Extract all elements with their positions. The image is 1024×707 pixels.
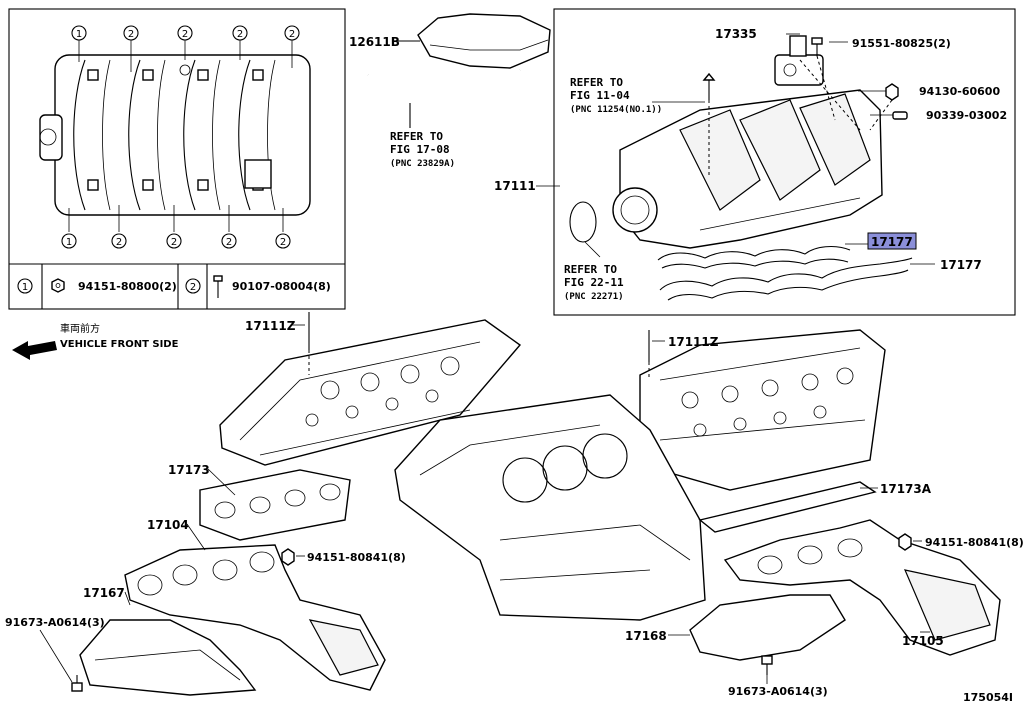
plug-90339 xyxy=(892,111,908,120)
label-17173: 17173 xyxy=(168,463,210,477)
legend-part-1: 94151-80800(2) xyxy=(78,280,177,293)
intake-manifold xyxy=(612,89,883,249)
label-17335: 17335 xyxy=(715,27,757,41)
nut-94130 xyxy=(885,83,899,101)
cylinder-head-left xyxy=(219,319,522,466)
callout: 2 xyxy=(226,237,232,248)
nut-right xyxy=(898,533,912,551)
exhaust-gasket-right xyxy=(698,481,877,533)
vsv-valve xyxy=(774,35,824,86)
callout: 2 xyxy=(182,29,188,40)
inset-legend: 1 94151-80800(2) 2 90107-08004(8) xyxy=(17,275,331,298)
exhaust-gasket-left xyxy=(199,469,351,541)
arrow-left-icon xyxy=(12,341,57,360)
inset-intake-manifold: 17335 91551-80825(2) 94130-60600 90339-0… xyxy=(494,8,1016,316)
nut-left xyxy=(281,548,295,566)
ref-fig-11-04-l2: FIG 11-04 xyxy=(570,89,630,102)
inset-top-view: 1 2 2 2 2 1 2 2 2 2 1 94151-80800(2) 2 xyxy=(8,8,346,310)
bolt-right-lower xyxy=(761,655,773,675)
ref-fig-11-04-l3: (PNC 11254(NO.1)) xyxy=(570,105,662,115)
callout: 2 xyxy=(116,237,122,248)
exhaust-manifold-left xyxy=(124,544,386,691)
legend-part-2: 90107-08004(8) xyxy=(232,280,331,293)
ref-fig-22-11-l1: REFER TO xyxy=(564,263,617,276)
bolt-icon xyxy=(213,275,223,298)
inset-frame xyxy=(8,8,346,310)
label-17177-highlight[interactable]: 17177 xyxy=(871,235,913,249)
stud-bolt xyxy=(702,72,716,100)
gasket-lower xyxy=(659,257,913,301)
callout: 2 xyxy=(237,29,243,40)
engine-block xyxy=(394,394,706,621)
highlight-box xyxy=(867,232,917,250)
callout: 2 xyxy=(128,29,134,40)
label-17104: 17104 xyxy=(147,518,189,532)
engine-cover-group: 12611B REFER TO FIG 17-08 (PNC 23829A) xyxy=(349,13,551,169)
ref-fig-17-08-l3: (PNC 23829A) xyxy=(390,159,455,169)
label-17168: 17168 xyxy=(625,629,667,643)
callout: 2 xyxy=(289,29,295,40)
exhaust-manifold-right xyxy=(723,519,1001,656)
label-94151-left: 94151-80841(8) xyxy=(307,551,406,564)
ref-fig-17-08-l1: REFER TO xyxy=(390,130,443,143)
inset-frame-right xyxy=(553,8,1016,316)
heat-insulator-left xyxy=(79,619,257,696)
bolt-91551 xyxy=(811,37,823,56)
label-94151-right: 94151-80841(8) xyxy=(925,536,1024,549)
label-91551: 91551-80825(2) xyxy=(852,37,951,50)
ref-fig-11-04-l1: REFER TO xyxy=(570,76,623,89)
callouts-bottom: 1 2 2 2 2 xyxy=(61,233,291,249)
label-17111z-right: 17111Z xyxy=(668,335,719,349)
legend-key-2: 2 xyxy=(190,282,196,293)
ref-fig-17-08-l2: FIG 17-08 xyxy=(390,143,450,156)
throttle-gasket xyxy=(569,201,597,243)
ref-fig-22-11-l2: FIG 22-11 xyxy=(564,276,624,289)
direction-japanese: 車両前方 xyxy=(60,322,100,335)
diagram-id: 175054I xyxy=(963,691,1013,704)
label-91673-left: 91673-A0614(3) xyxy=(5,616,105,629)
gasket-upper xyxy=(657,245,851,269)
callout: 1 xyxy=(76,29,82,40)
direction-english: VEHICLE FRONT SIDE xyxy=(60,339,179,350)
label-17177: 17177 xyxy=(940,258,982,272)
intake-manifold-top-view xyxy=(39,54,311,216)
bolt-left-lower xyxy=(71,675,83,692)
nut-icon xyxy=(51,278,65,293)
callout: 1 xyxy=(66,237,72,248)
label-91673-right: 91673-A0614(3) xyxy=(728,685,828,698)
label-90339: 90339-03002 xyxy=(926,109,1007,122)
callout: 2 xyxy=(171,237,177,248)
label-94130: 94130-60600 xyxy=(919,85,1000,98)
legend-key-1: 1 xyxy=(22,282,28,293)
callouts-top: 1 2 2 2 2 xyxy=(71,25,300,41)
label-17105: 17105 xyxy=(902,634,944,648)
heat-insulator-right xyxy=(689,594,846,661)
label-17111z-left: 17111Z xyxy=(245,319,296,333)
label-17111: 17111 xyxy=(494,179,536,193)
cylinder-head-right xyxy=(639,329,886,491)
label-17167: 17167 xyxy=(83,586,125,600)
pcv-hose xyxy=(367,69,521,104)
callout: 2 xyxy=(280,237,286,248)
label-12611b: 12611B xyxy=(349,35,400,49)
label-17173a: 17173A xyxy=(880,482,932,496)
ref-fig-22-11-l3: (PNC 22271) xyxy=(564,292,624,302)
engine-cover xyxy=(417,13,551,69)
direction-indicator: 車両前方 VEHICLE FRONT SIDE xyxy=(12,322,179,360)
